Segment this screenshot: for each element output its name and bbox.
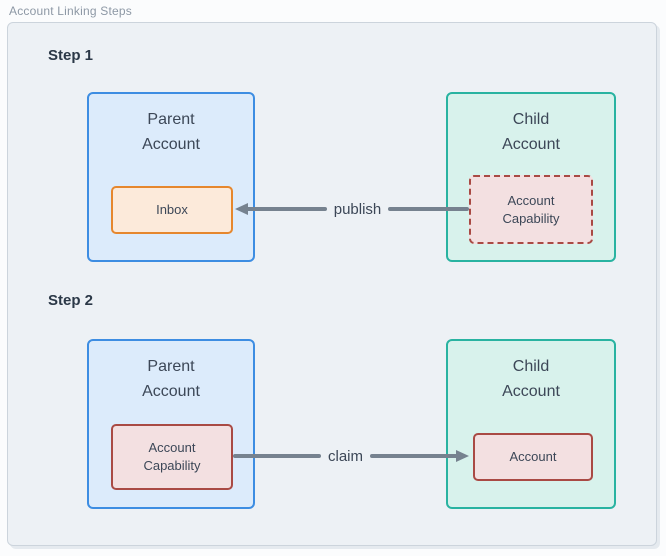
step2-label: Step 2 xyxy=(48,292,94,309)
publish-arrow-line xyxy=(388,207,470,211)
claim-arrow-line xyxy=(233,454,321,458)
step2-child-account-box: Child Account Account xyxy=(446,339,616,509)
step1-child-account-box: Child Account Account Capability xyxy=(446,92,616,262)
step1-account-capability-box: Account Capability xyxy=(469,175,593,244)
claim-arrow: claim xyxy=(233,447,470,465)
step1-parent-account-title: Parent Account xyxy=(142,111,200,153)
step1-parent-account-box: Parent Account Inbox xyxy=(87,92,255,262)
account-linking-panel: Step 1 Parent Account Inbox Child Accoun… xyxy=(7,22,657,546)
step2-child-account-title: Child Account xyxy=(502,358,560,400)
publish-arrow-label: publish xyxy=(333,200,382,218)
diagram-title: Account Linking Steps xyxy=(9,4,132,18)
step1-label: Step 1 xyxy=(48,47,94,64)
step2-parent-account-box: Parent Account Account Capability xyxy=(87,339,255,509)
step2-account-box: Account xyxy=(473,433,593,481)
publish-arrow-line xyxy=(246,207,327,211)
claim-arrow-label: claim xyxy=(328,447,364,465)
step2-parent-account-title: Parent Account xyxy=(142,358,200,400)
publish-arrow: publish xyxy=(235,200,470,218)
claim-arrowhead-right-icon xyxy=(456,450,470,462)
step1-child-account-title: Child Account xyxy=(502,111,560,153)
step2-account-capability-box: Account Capability xyxy=(111,424,233,490)
claim-arrow-line xyxy=(370,454,459,458)
step1-inbox-box: Inbox xyxy=(111,186,233,234)
publish-arrowhead-left-icon xyxy=(235,203,248,215)
